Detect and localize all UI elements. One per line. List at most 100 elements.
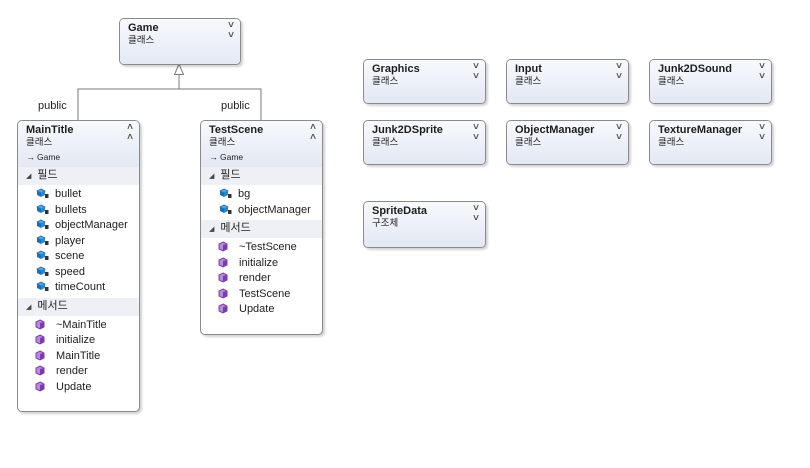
base-class: →Game [26, 151, 119, 163]
class-header: Game 클래스 ˅˅ [120, 19, 240, 64]
method-row[interactable]: initialize [201, 256, 322, 272]
double-chevron-down-icon[interactable]: ˅˅ [228, 20, 234, 41]
method-row[interactable]: Update [18, 380, 139, 396]
class-name: ObjectManager [515, 124, 595, 136]
double-chevron-up-icon[interactable]: ˄˄ [310, 122, 316, 143]
method-row[interactable]: TestScene [201, 287, 322, 303]
method-row[interactable]: ~TestScene [201, 240, 322, 256]
method-icon [218, 241, 228, 252]
class-box-objectmanager[interactable]: ObjectManager 클래스 ˅˅ [506, 120, 629, 165]
field-row[interactable]: bg [201, 187, 322, 203]
field-row[interactable]: bullet [18, 187, 139, 203]
field-row[interactable]: timeCount [18, 280, 139, 296]
inheritance-line [77, 88, 262, 121]
field-row[interactable]: scene [18, 249, 139, 265]
double-chevron-down-icon[interactable]: ˅˅ [473, 61, 479, 82]
field-icon [36, 250, 49, 260]
method-name: initialize [56, 334, 96, 346]
class-name: Game [128, 22, 159, 34]
method-icon [35, 365, 45, 376]
class-box-junk2dsound[interactable]: Junk2DSound 클래스 ˅˅ [649, 59, 772, 104]
method-name: ~TestScene [239, 241, 297, 253]
field-name: bullet [55, 188, 82, 200]
class-box-junk2dsprite[interactable]: Junk2DSprite 클래스 ˅˅ [363, 120, 486, 165]
section-label: 메서드 [37, 299, 68, 312]
method-icon [35, 349, 45, 361]
class-header: Input 클래스 ˅˅ [507, 60, 628, 103]
methods-list: ~TestScene initialize render TestScene U… [201, 238, 322, 318]
class-name: SpriteData [372, 205, 428, 217]
triangle-icon: ◢ [26, 173, 32, 180]
class-kind: 클래스 [128, 35, 155, 46]
class-box-input[interactable]: Input 클래스 ˅˅ [506, 59, 629, 104]
field-name: bullets [55, 203, 87, 216]
class-kind: 구조체 [372, 218, 399, 229]
class-name: Junk2DSprite [372, 124, 443, 136]
field-row[interactable]: objectManager [18, 218, 139, 234]
field-row[interactable]: speed [18, 265, 139, 281]
method-row[interactable]: render [18, 364, 139, 380]
field-row[interactable]: bullets [18, 203, 139, 219]
field-row[interactable]: objectManager [201, 203, 322, 219]
class-header: TextureManager 클래스 ˅˅ [650, 121, 771, 164]
arrow-icon: → [209, 152, 218, 162]
field-icon [36, 219, 49, 229]
method-icon [218, 303, 228, 314]
field-name: timeCount [55, 281, 106, 293]
methods-section-header[interactable]: ◢메서드 [201, 220, 322, 238]
class-header: SpriteData 구조체 ˅˅ [364, 202, 485, 247]
triangle-icon: ◢ [209, 226, 215, 233]
method-row[interactable]: Update [201, 302, 322, 318]
class-box-testscene[interactable]: TestScene 클래스 →Game ˄˄ ◢필드 bg objectMana… [200, 120, 323, 335]
class-name: MainTitle [26, 124, 74, 136]
arrow-icon: → [26, 152, 35, 162]
class-box-graphics[interactable]: Graphics 클래스 ˅˅ [363, 59, 486, 104]
class-name: Junk2DSound [658, 63, 732, 75]
class-kind: 클래스 [26, 137, 53, 148]
method-name: MainTitle [56, 349, 101, 362]
class-kind: 클래스 [372, 137, 399, 148]
field-name: bg [238, 188, 251, 200]
method-icon [218, 272, 228, 283]
field-name: player [55, 234, 85, 247]
class-header: Graphics 클래스 ˅˅ [364, 60, 485, 103]
double-chevron-up-icon[interactable]: ˄˄ [127, 122, 133, 143]
fields-list: bg objectManager [201, 185, 322, 218]
class-box-game[interactable]: Game 클래스 ˅˅ [119, 18, 241, 65]
field-icon [36, 204, 49, 214]
class-header: Junk2DSprite 클래스 ˅˅ [364, 121, 485, 164]
relationship-label-left: public [38, 100, 67, 112]
method-row[interactable]: initialize [18, 333, 139, 349]
method-name: ~MainTitle [56, 318, 107, 331]
method-row[interactable]: MainTitle [18, 349, 139, 365]
class-kind: 클래스 [209, 137, 236, 148]
method-icon [35, 334, 45, 345]
fields-section-header[interactable]: ◢필드 [201, 167, 322, 185]
class-box-texturemanager[interactable]: TextureManager 클래스 ˅˅ [649, 120, 772, 165]
methods-section-header[interactable]: ◢ 메서드 [18, 297, 139, 316]
base-class-name: Game [37, 152, 61, 162]
struct-box-spritedata[interactable]: SpriteData 구조체 ˅˅ [363, 201, 486, 248]
class-kind: 클래스 [658, 137, 685, 148]
double-chevron-down-icon[interactable]: ˅˅ [759, 61, 765, 82]
field-row[interactable]: player [18, 234, 139, 250]
method-row[interactable]: ~MainTitle [18, 318, 139, 334]
double-chevron-down-icon[interactable]: ˅˅ [473, 203, 479, 224]
class-header: TestScene 클래스 →Game ˄˄ [201, 121, 322, 167]
class-box-maintitle[interactable]: MainTitle 클래스 →Game ˄˄ ◢필드 bullet bullet… [17, 120, 140, 412]
method-row[interactable]: render [201, 271, 322, 287]
class-header: Junk2DSound 클래스 ˅˅ [650, 60, 771, 103]
fields-section-header[interactable]: ◢필드 [18, 167, 139, 185]
class-name: TextureManager [658, 124, 743, 136]
double-chevron-down-icon[interactable]: ˅˅ [616, 122, 622, 143]
double-chevron-down-icon[interactable]: ˅˅ [473, 122, 479, 143]
double-chevron-down-icon[interactable]: ˅˅ [759, 122, 765, 143]
field-name: objectManager [55, 219, 128, 231]
triangle-icon: ◢ [26, 303, 32, 311]
class-kind: 클래스 [372, 76, 399, 87]
relationship-label-right: public [221, 100, 250, 112]
double-chevron-down-icon[interactable]: ˅˅ [616, 61, 622, 82]
field-name: speed [55, 265, 85, 278]
method-icon [218, 256, 228, 268]
